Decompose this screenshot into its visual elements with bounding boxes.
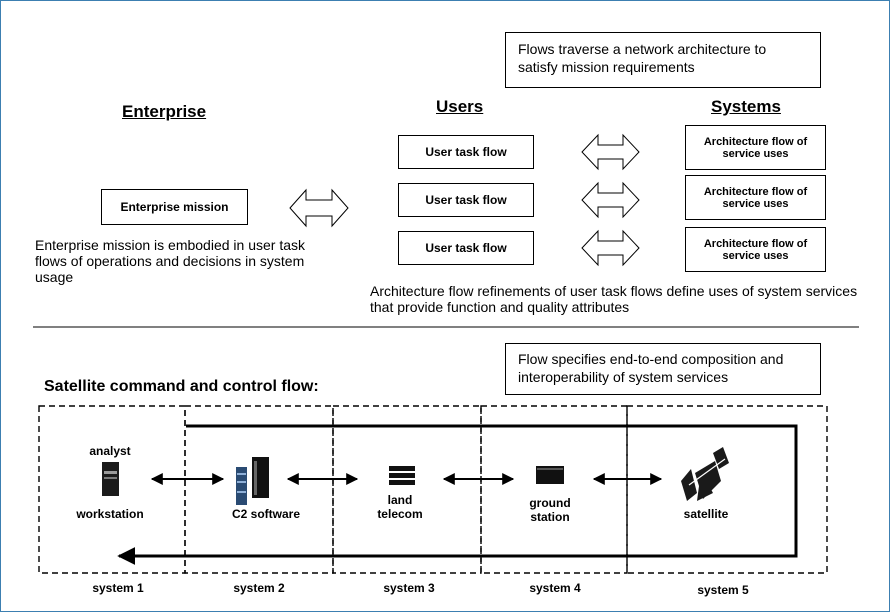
workstation-icon xyxy=(102,462,119,496)
ground-station-label: ground station xyxy=(529,496,571,524)
composition-note: Flow specifies end-to-end composition an… xyxy=(505,343,821,395)
system-3-boundary xyxy=(332,405,482,574)
satellite-label: satellite xyxy=(683,507,729,521)
architecture-flow-box-1: Architecture flow of service uses xyxy=(685,125,826,170)
land-telecom-label: land telecom xyxy=(377,493,423,521)
system-2-label: system 2 xyxy=(233,581,285,595)
user-task-flow-box-1: User task flow xyxy=(398,135,534,169)
analyst-label: analyst xyxy=(89,444,131,458)
user-task-flow-box-2: User task flow xyxy=(398,183,534,217)
system-5-label: system 5 xyxy=(697,583,749,597)
satellite-icon xyxy=(681,447,729,501)
architecture-description: Architecture flow refinements of user ta… xyxy=(370,283,858,315)
user-task-flow-box-3: User task flow xyxy=(398,231,534,265)
users-systems-arrow-2 xyxy=(581,181,640,219)
telecom-icon xyxy=(389,466,415,485)
users-heading: Users xyxy=(436,97,484,116)
c2-software-label: C2 software xyxy=(231,507,301,521)
enterprise-description: Enterprise mission is embodied in user t… xyxy=(35,237,306,285)
architecture-flow-box-2: Architecture flow of service uses xyxy=(685,175,826,220)
users-systems-arrow-3 xyxy=(581,229,640,267)
workstation-label: workstation xyxy=(76,507,144,521)
system-4-label: system 4 xyxy=(529,581,581,595)
system-2-boundary xyxy=(184,405,334,574)
system-1-label: system 1 xyxy=(92,581,144,595)
enterprise-heading: Enterprise xyxy=(122,102,207,121)
enterprise-users-arrow xyxy=(289,188,349,228)
server-icon xyxy=(236,457,269,505)
systems-heading: Systems xyxy=(711,97,781,116)
end-to-end-flow-line xyxy=(117,424,798,565)
enterprise-mission-box: Enterprise mission xyxy=(101,189,248,225)
users-systems-arrow-1 xyxy=(581,133,640,171)
ground-station-icon xyxy=(536,466,564,484)
architecture-flow-box-3: Architecture flow of service uses xyxy=(685,227,826,272)
flow-title: Satellite command and control flow: xyxy=(44,378,319,395)
system-4-boundary xyxy=(480,405,628,574)
system-5-boundary xyxy=(626,405,828,574)
system-3-label: system 3 xyxy=(383,581,435,595)
system-1-boundary xyxy=(38,405,186,574)
architecture-note: Flows traverse a network architecture to… xyxy=(505,32,821,88)
